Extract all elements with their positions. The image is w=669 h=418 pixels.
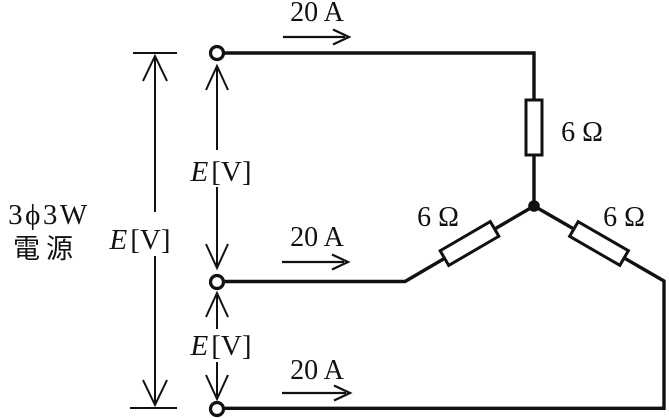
arrowhead-down-icon xyxy=(205,243,229,271)
resistor-label-right: 6 Ω xyxy=(603,202,645,233)
resistor-top-body xyxy=(524,98,544,157)
resistor-left xyxy=(438,219,501,268)
arrowhead-down-icon xyxy=(205,374,229,402)
terminal-top xyxy=(208,44,226,62)
terminal-bottom xyxy=(208,400,226,418)
resistor-top xyxy=(524,98,544,157)
resistor-label-left: 6 Ω xyxy=(417,202,459,233)
arrowhead-up-icon xyxy=(142,53,168,82)
current-label-top: 20 A xyxy=(290,0,344,28)
phase-voltage-arrow-top xyxy=(205,63,229,271)
phase-voltage-arrow-bottom xyxy=(205,290,229,402)
arrowhead-up-icon xyxy=(205,290,229,318)
current-arrow-middle xyxy=(282,253,351,271)
current-label-bottom: 20 A xyxy=(290,355,344,386)
phase-voltage-label-bottom: E[V] xyxy=(190,330,252,362)
source-type-label: 3ϕ3W xyxy=(8,199,90,231)
resistor-right-body xyxy=(567,219,631,268)
arrowhead-right-icon xyxy=(332,28,352,46)
source-name-label: 電源 xyxy=(13,234,79,264)
star-point-node xyxy=(528,200,540,212)
line-voltage-label: E[V] xyxy=(109,224,171,256)
arrowhead-right-icon xyxy=(331,253,351,271)
arrowhead-right-icon xyxy=(333,384,353,402)
terminal-middle xyxy=(208,273,226,291)
wire-top-line xyxy=(225,51,536,101)
current-label-middle: 20 A xyxy=(290,222,344,253)
resistor-left-body xyxy=(438,219,501,268)
resistor-right xyxy=(567,219,631,268)
arrowhead-up-icon xyxy=(205,63,229,91)
arrowhead-down-icon xyxy=(142,379,168,408)
current-arrow-bottom xyxy=(282,384,353,402)
current-arrow-top xyxy=(283,28,352,46)
line-voltage-measure-arrow xyxy=(130,52,177,409)
resistor-label-top: 6 Ω xyxy=(561,117,603,148)
phase-voltage-label-top: E[V] xyxy=(190,156,252,188)
